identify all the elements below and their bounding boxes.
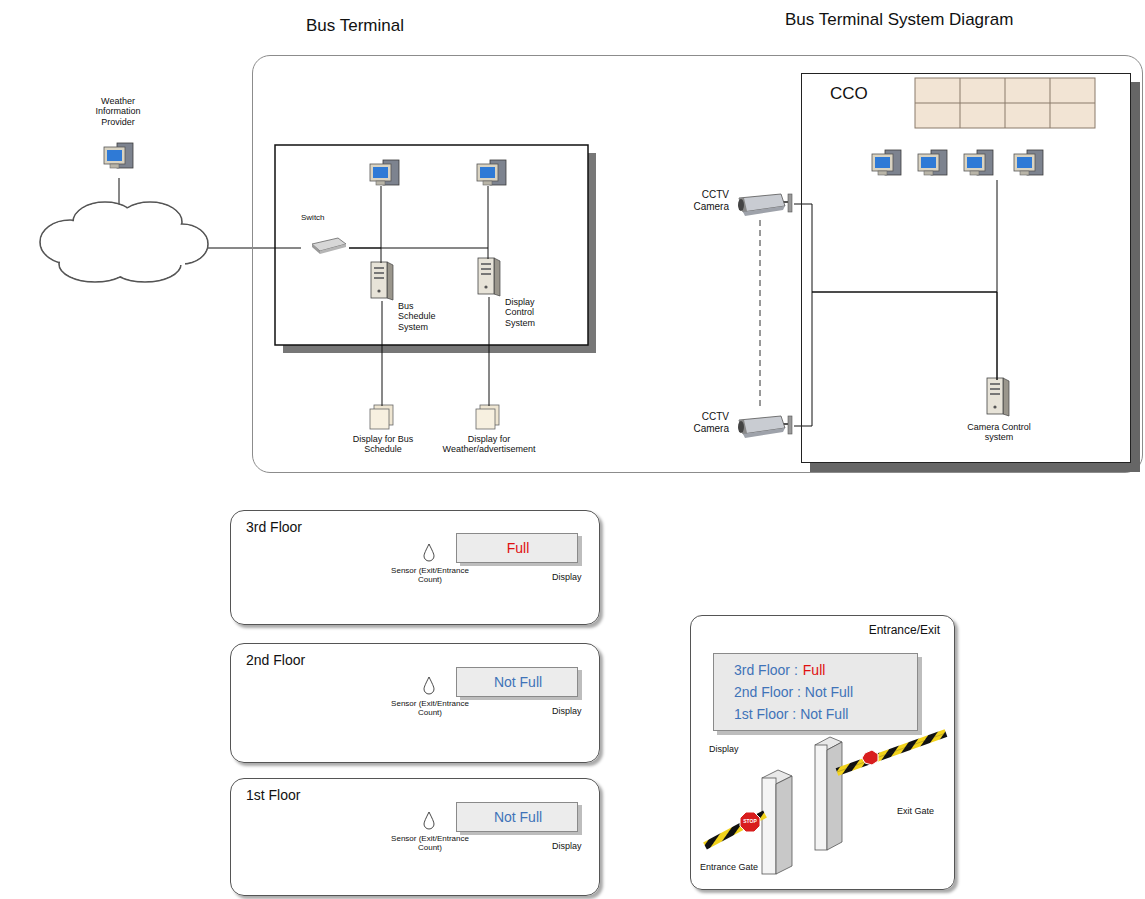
diagram-title: Bus Terminal System Diagram: [785, 10, 1013, 30]
node-label: Bus Terminal: [306, 16, 404, 36]
display-text: 2nd Floor : Not Full: [734, 681, 853, 703]
display-line: 3rd Floor :Full: [734, 659, 853, 681]
network-link: [794, 292, 997, 426]
node-label: 3rd Floor: [246, 519, 302, 535]
display-text: Full: [803, 659, 826, 681]
node-label: CCO: [830, 84, 868, 104]
node-label: Entrance/Exit: [869, 624, 940, 638]
network-link: [349, 248, 381, 263]
display-text: 3rd Floor :: [734, 659, 798, 681]
stop-sign-text: STOP: [740, 819, 760, 825]
display-line: 2nd Floor : Not Full: [734, 681, 853, 703]
node-label: Bus Schedule System: [398, 301, 448, 332]
floor-display: FullDisplay: [456, 533, 578, 563]
display-line: 1st Floor : Not Full: [734, 703, 853, 725]
node-caption: Display: [552, 572, 582, 582]
node-label: Switch: [301, 213, 325, 222]
cctv-camera: CCTV Camera: [736, 189, 794, 221]
node-caption: Display: [552, 841, 582, 851]
network-link: [382, 301, 383, 406]
schedule-display: Display for Bus Schedule: [371, 406, 395, 430]
node-label: 2nd Floor: [246, 652, 305, 668]
display-text: 1st Floor : Not Full: [734, 703, 848, 725]
camera-server: Camera Control system: [987, 380, 1011, 418]
node-label: CCTV Camera: [674, 411, 729, 434]
schedule-server: Bus Schedule System: [370, 263, 394, 301]
display-server: Display Control System: [477, 259, 501, 297]
sensor-caption: Sensor (Exit/Entrance Count): [380, 699, 480, 717]
display-lines: 3rd Floor :Full2nd Floor : Not Full1st F…: [734, 659, 853, 725]
floor-display: Not FullDisplay: [456, 667, 578, 697]
node-label: Display Control System: [505, 297, 555, 328]
node-label: Weather Information Provider: [78, 96, 158, 127]
gate-label: Exit Gate: [897, 806, 934, 816]
weather-provider: Weather Information Provider: [78, 96, 158, 178]
node-caption: Display: [709, 744, 739, 754]
gate-display: 3rd Floor :Full2nd Floor : Not Full1st F…: [713, 653, 918, 731]
node-label: Full: [457, 540, 579, 556]
network-switch: Switch: [301, 213, 349, 257]
node-label: Display for Weather/advertisement: [431, 434, 547, 455]
node-caption: Display: [552, 706, 582, 716]
node-label: CCTV Camera: [674, 189, 729, 212]
network-link: [489, 297, 490, 406]
node-label: 1st Floor: [246, 787, 300, 803]
floor-display: Not FullDisplay: [456, 802, 578, 832]
node-label: Not Full: [457, 809, 579, 825]
node-label: Camera Control system: [965, 422, 1033, 443]
node-label: Display for Bus Schedule: [343, 434, 423, 455]
sensor-caption: Sensor (Exit/Entrance Count): [380, 834, 480, 852]
cctv-camera: CCTV Camera: [736, 411, 794, 443]
node-label: Not Full: [457, 674, 579, 690]
terminal-region: Bus TerminalSwitchBus Schedule SystemDis…: [252, 55, 1143, 473]
weather-display: Display for Weather/advertisement: [477, 406, 501, 430]
sensor-caption: Sensor (Exit/Entrance Count): [380, 566, 480, 584]
control-office: CCO Camera Control system: [801, 73, 1131, 463]
gate-panel: Entrance/Exit 3rd Floor :Full2nd Floor : …: [690, 615, 955, 890]
network-link: [349, 248, 488, 259]
gate-label: Entrance Gate: [700, 862, 758, 872]
